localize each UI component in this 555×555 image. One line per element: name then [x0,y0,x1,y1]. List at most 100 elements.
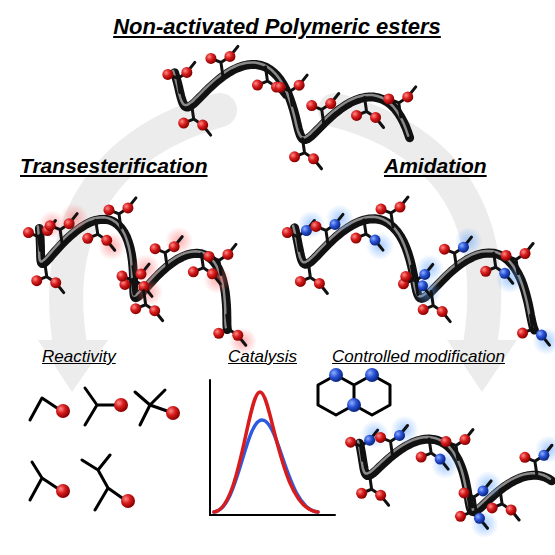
carbonyl-oxygen [383,93,394,104]
ester-oxygen [101,235,112,246]
carbonyl-oxygen [306,100,317,111]
ester-oxygen [197,120,208,131]
ester-oxygen [402,91,413,102]
ester-oxygen [207,268,218,279]
carbonyl-oxygen [252,80,263,91]
polymer-helix [345,415,555,538]
carbonyl-oxygen [289,151,300,162]
backbone [295,219,535,330]
ester-oxygen [169,241,180,252]
carbonyl-oxygen [162,69,173,80]
background-arrowheads [38,340,517,392]
carbonyl-oxygen [345,437,356,448]
ester-oxygen [181,67,192,78]
alcohol-molecules [30,388,170,510]
carbonyl-oxygen [31,275,42,286]
polymer-helix [282,197,555,355]
carbonyl-oxygen [400,271,411,282]
ester-oxygen [294,80,305,91]
ester-oxygen [64,218,75,229]
amide-nitrogen [369,235,380,246]
carbonyl-oxygen [351,110,362,121]
amide-nitrogen [419,269,430,280]
ester-oxygen [224,51,235,62]
carbonyl-oxygen [103,204,114,215]
carbonyl-oxygen [203,251,214,262]
topic-label: Reactivity [42,347,116,367]
carbonyl-oxygen [356,488,367,499]
backbone [175,64,410,139]
carbonyl-oxygen [188,266,199,277]
topic-label: Catalysis [228,347,297,367]
amide-nitrogen [394,430,405,441]
amide-nitrogen [435,454,446,465]
carbonyl-oxygen [295,276,306,287]
carbonyl-oxygen [440,436,451,447]
molar-mass-chart [210,380,335,515]
ester-oxygen [232,330,243,341]
carbonyl-oxygen [310,221,321,232]
carbonyl-oxygen [282,227,293,238]
amide-nitrogen [478,485,489,496]
polymer-helix [23,198,257,355]
carbonyl-oxygen [275,82,286,93]
oxygen-atoms [56,398,180,508]
carbonyl-oxygen [350,233,361,244]
ester-oxygen [222,249,233,260]
polymer-helix [162,46,415,168]
ester-oxygen [308,153,319,164]
amide-nitrogen [538,450,549,461]
amide-nitrogen [458,242,469,253]
ester-oxygen [370,112,381,123]
ester-oxygen [149,305,160,316]
carbonyl-oxygen [517,328,528,339]
backbone-highlight [293,217,533,328]
amide-nitrogen [474,513,485,524]
topic-label: Controlled modification [332,347,505,367]
amide-nitrogen [536,330,547,341]
carbonyl-oxygen [375,432,386,443]
backbone-highlight [358,437,550,510]
carbonyl-oxygen [487,502,498,513]
carbonyl-oxygen [439,244,450,255]
title: Non-activated Polymeric esters [113,14,441,39]
catalyst-structure [318,368,390,415]
carbonyl-oxygen [376,204,387,215]
carbonyl-oxygen [45,220,56,231]
carbonyl-oxygen [205,53,216,64]
backbone-highlight [38,217,226,327]
amide-nitrogen [499,268,510,279]
amide-nitrogen [364,435,375,446]
carbonyl-oxygen [418,304,429,315]
carbonyl-oxygen [150,243,161,254]
ester-oxygen [325,98,336,109]
carbonyl-oxygen [416,452,427,463]
backbone-highlight [173,62,408,137]
carbonyl-oxygen [519,452,530,463]
carbonyl-oxygen [117,271,128,282]
carbonyl-oxygen [455,511,466,522]
ester-oxygen [314,278,325,289]
ester-oxygen [459,434,470,445]
carbonyl-oxygen [178,118,189,129]
ester-oxygen [122,202,133,213]
carbonyl-oxygen [459,487,470,498]
carbonyl-oxygen [480,266,491,277]
carbonyl-oxygen [82,233,93,244]
carbonyl-oxygen [23,227,34,238]
ester-oxygen [50,277,61,288]
ester-oxygen [375,490,386,501]
carbonyl-oxygen [130,303,141,314]
ester-oxygen [395,202,406,213]
amide-nitrogen [301,225,312,236]
carbonyl-oxygen [501,250,512,261]
background-arrows [66,110,484,345]
reaction-heading: Amidation [384,154,487,178]
ester-oxygen [437,306,448,317]
ester-oxygen [506,504,517,515]
ester-oxygen [136,269,147,280]
ester-oxygen [520,248,531,259]
reaction-heading: Transesterification [20,154,208,178]
